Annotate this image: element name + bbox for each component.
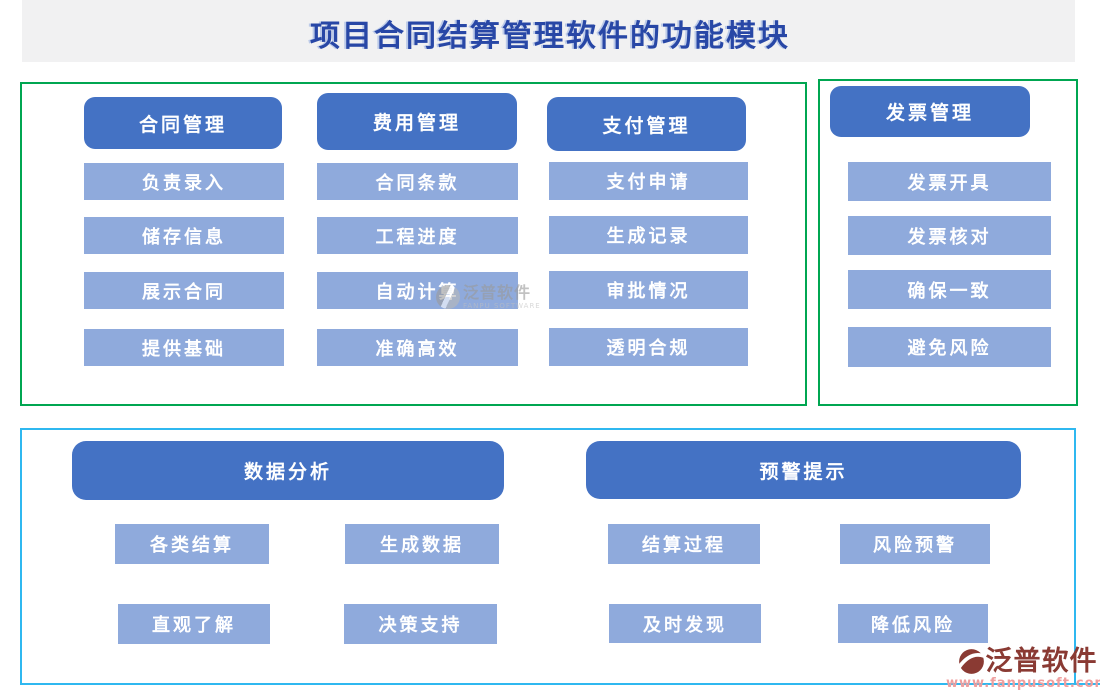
module-item: 合同条款 (317, 163, 518, 200)
group-item: 结算过程 (608, 524, 760, 564)
module-item: 自动计算 (317, 272, 518, 309)
module-item: 透明合规 (549, 328, 748, 366)
module-header-invoice: 发票管理 (830, 86, 1030, 137)
group-item: 生成数据 (345, 524, 499, 564)
module-item: 提供基础 (84, 329, 284, 366)
module-item: 准确高效 (317, 329, 518, 366)
brand-website[interactable]: www.fanpusoft.com (946, 676, 1100, 691)
module-header-fee: 费用管理 (317, 93, 517, 150)
module-item: 发票开具 (848, 162, 1051, 201)
module-item: 支付申请 (549, 162, 748, 200)
module-item: 确保一致 (848, 270, 1051, 309)
group-item: 及时发现 (609, 604, 761, 643)
group-item: 降低风险 (838, 604, 988, 643)
title-background-band (22, 0, 1075, 62)
module-item: 负责录入 (84, 163, 284, 200)
module-item: 展示合同 (84, 272, 284, 309)
brand-logo-icon (957, 649, 984, 674)
module-header-payment: 支付管理 (547, 97, 746, 151)
group-item: 风险预警 (840, 524, 990, 564)
group-header-data-analysis: 数据分析 (72, 441, 504, 500)
group-item: 直观了解 (118, 604, 270, 644)
page-title: 项目合同结算管理软件的功能模块 (310, 19, 790, 54)
group-header-warning: 预警提示 (586, 441, 1021, 499)
brand-logo-link[interactable]: 泛普软件 www.fanpusoft.com (946, 648, 1100, 690)
module-item: 避免风险 (848, 327, 1051, 367)
module-header-contract: 合同管理 (84, 97, 282, 149)
module-item: 生成记录 (549, 216, 748, 254)
module-item: 工程进度 (317, 217, 518, 254)
module-item: 储存信息 (84, 217, 284, 254)
group-item: 决策支持 (344, 604, 497, 644)
module-item: 发票核对 (848, 216, 1051, 255)
bottom-divider-line (1074, 683, 1100, 685)
module-item: 审批情况 (549, 271, 748, 309)
group-item: 各类结算 (115, 524, 269, 564)
brand-name: 泛普软件 (985, 646, 1098, 677)
